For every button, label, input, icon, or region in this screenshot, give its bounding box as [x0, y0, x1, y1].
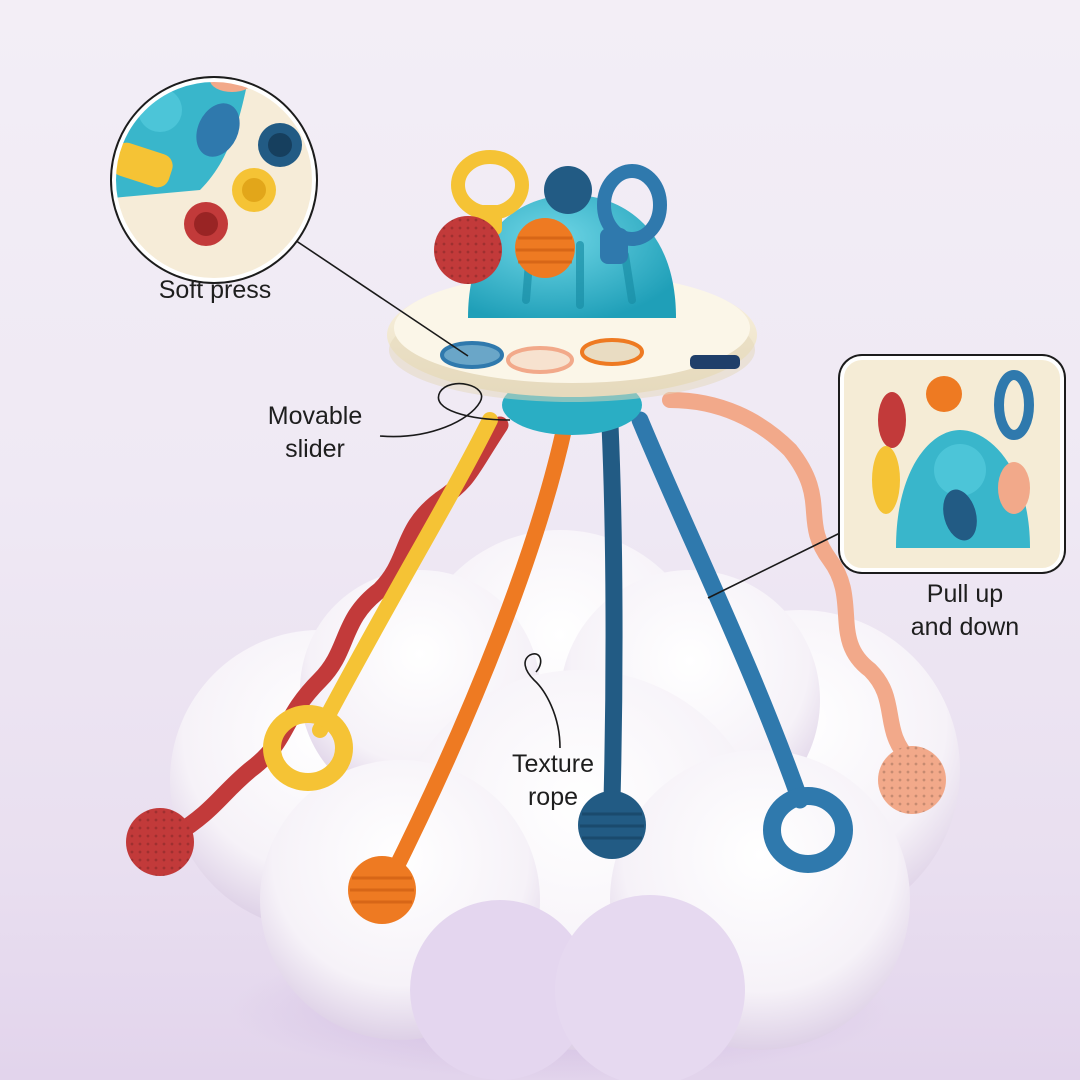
movable-slider-line2: slider	[285, 435, 345, 463]
rope-ends	[126, 705, 946, 924]
slider-hole-orange	[580, 338, 644, 366]
side-slider-tab	[690, 355, 740, 369]
blue-ring-handle	[597, 164, 667, 264]
yellow-ring-end	[263, 705, 353, 791]
silicone-ropes	[166, 392, 918, 888]
slider-hole-peach	[506, 346, 574, 374]
ufo-toy	[387, 150, 757, 435]
navy-rope	[601, 416, 623, 809]
slider-hole-blue	[440, 341, 504, 369]
pull-up-down-line2: and down	[910, 613, 1020, 641]
soft-press-text: Soft press	[158, 276, 272, 304]
blue-rope	[631, 411, 809, 809]
yellow-rope	[312, 412, 498, 738]
movable-slider-line1: Movable	[267, 402, 363, 430]
blue-ring-end	[763, 787, 853, 873]
soft-press-label: Soft press	[140, 274, 290, 307]
texture-rope-line2: rope	[527, 783, 579, 811]
pull-up-down-label: Pull up and down	[890, 578, 1040, 644]
pull-up-down-line1: Pull up	[926, 580, 1004, 608]
navy-top-ball	[544, 166, 592, 214]
cloud-background	[170, 530, 960, 1080]
movable-slider-label: Movable slider	[240, 400, 390, 466]
orange-rope	[382, 417, 573, 888]
orange-ribbed-ball	[515, 218, 575, 278]
texture-rope-label: Texture rope	[478, 748, 628, 814]
peach-wavy-rope	[662, 392, 918, 768]
texture-rope-line1: Texture	[512, 750, 594, 778]
pull-up-down-inset	[838, 354, 1066, 574]
callout-lines	[267, 221, 843, 749]
